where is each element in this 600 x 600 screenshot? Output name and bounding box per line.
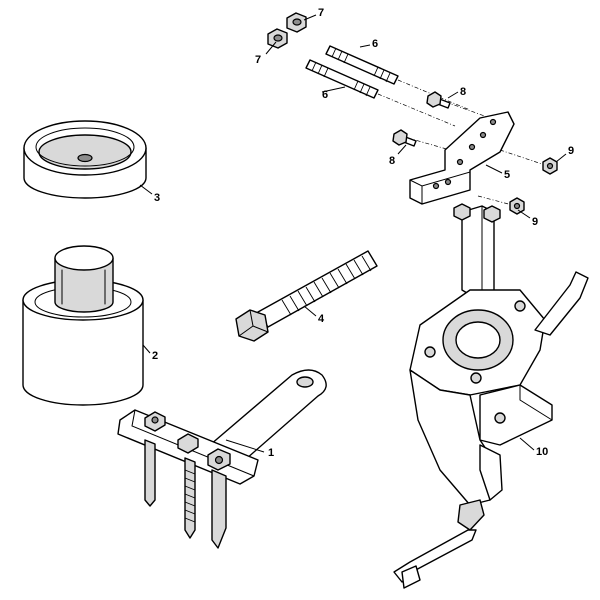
callout-7-upper: 7 bbox=[318, 7, 324, 19]
callout-6-lower: 6 bbox=[322, 89, 328, 101]
callout-9-upper: 9 bbox=[568, 145, 574, 157]
part-6-stud-upper bbox=[325, 45, 399, 85]
callout-10: 10 bbox=[536, 446, 548, 458]
part-7-nut-upper bbox=[286, 12, 307, 33]
part-8-screw-upper bbox=[426, 91, 451, 109]
callout-1: 1 bbox=[268, 447, 274, 459]
callout-6-upper: 6 bbox=[372, 38, 378, 50]
part-6-stud-lower bbox=[305, 59, 379, 99]
callout-3: 3 bbox=[154, 192, 160, 204]
part-2-stepped-mandrel bbox=[22, 245, 144, 406]
part-8-screw-lower bbox=[392, 129, 417, 147]
part-3-pressing-cup bbox=[23, 120, 147, 199]
callout-4: 4 bbox=[318, 313, 325, 325]
part-4-hex-bolt bbox=[235, 250, 378, 342]
part-9-nut-lower bbox=[509, 197, 525, 215]
callout-7-lower: 7 bbox=[255, 54, 261, 66]
callout-labels: 1 2 3 4 5 6 6 7 7 8 8 9 9 10 bbox=[152, 7, 574, 459]
callout-2: 2 bbox=[152, 350, 158, 362]
part-10-support-stand bbox=[393, 203, 589, 589]
callout-8-upper: 8 bbox=[460, 86, 466, 98]
part-7-nut-lower bbox=[267, 28, 288, 49]
part-5-mounting-plate bbox=[409, 111, 515, 205]
part-9-nut-upper bbox=[542, 157, 558, 175]
callout-5: 5 bbox=[504, 169, 510, 181]
callout-leaders bbox=[139, 14, 567, 453]
callout-8-lower: 8 bbox=[389, 155, 395, 167]
part-1-puller bbox=[117, 369, 327, 549]
callout-9-lower: 9 bbox=[532, 216, 538, 228]
